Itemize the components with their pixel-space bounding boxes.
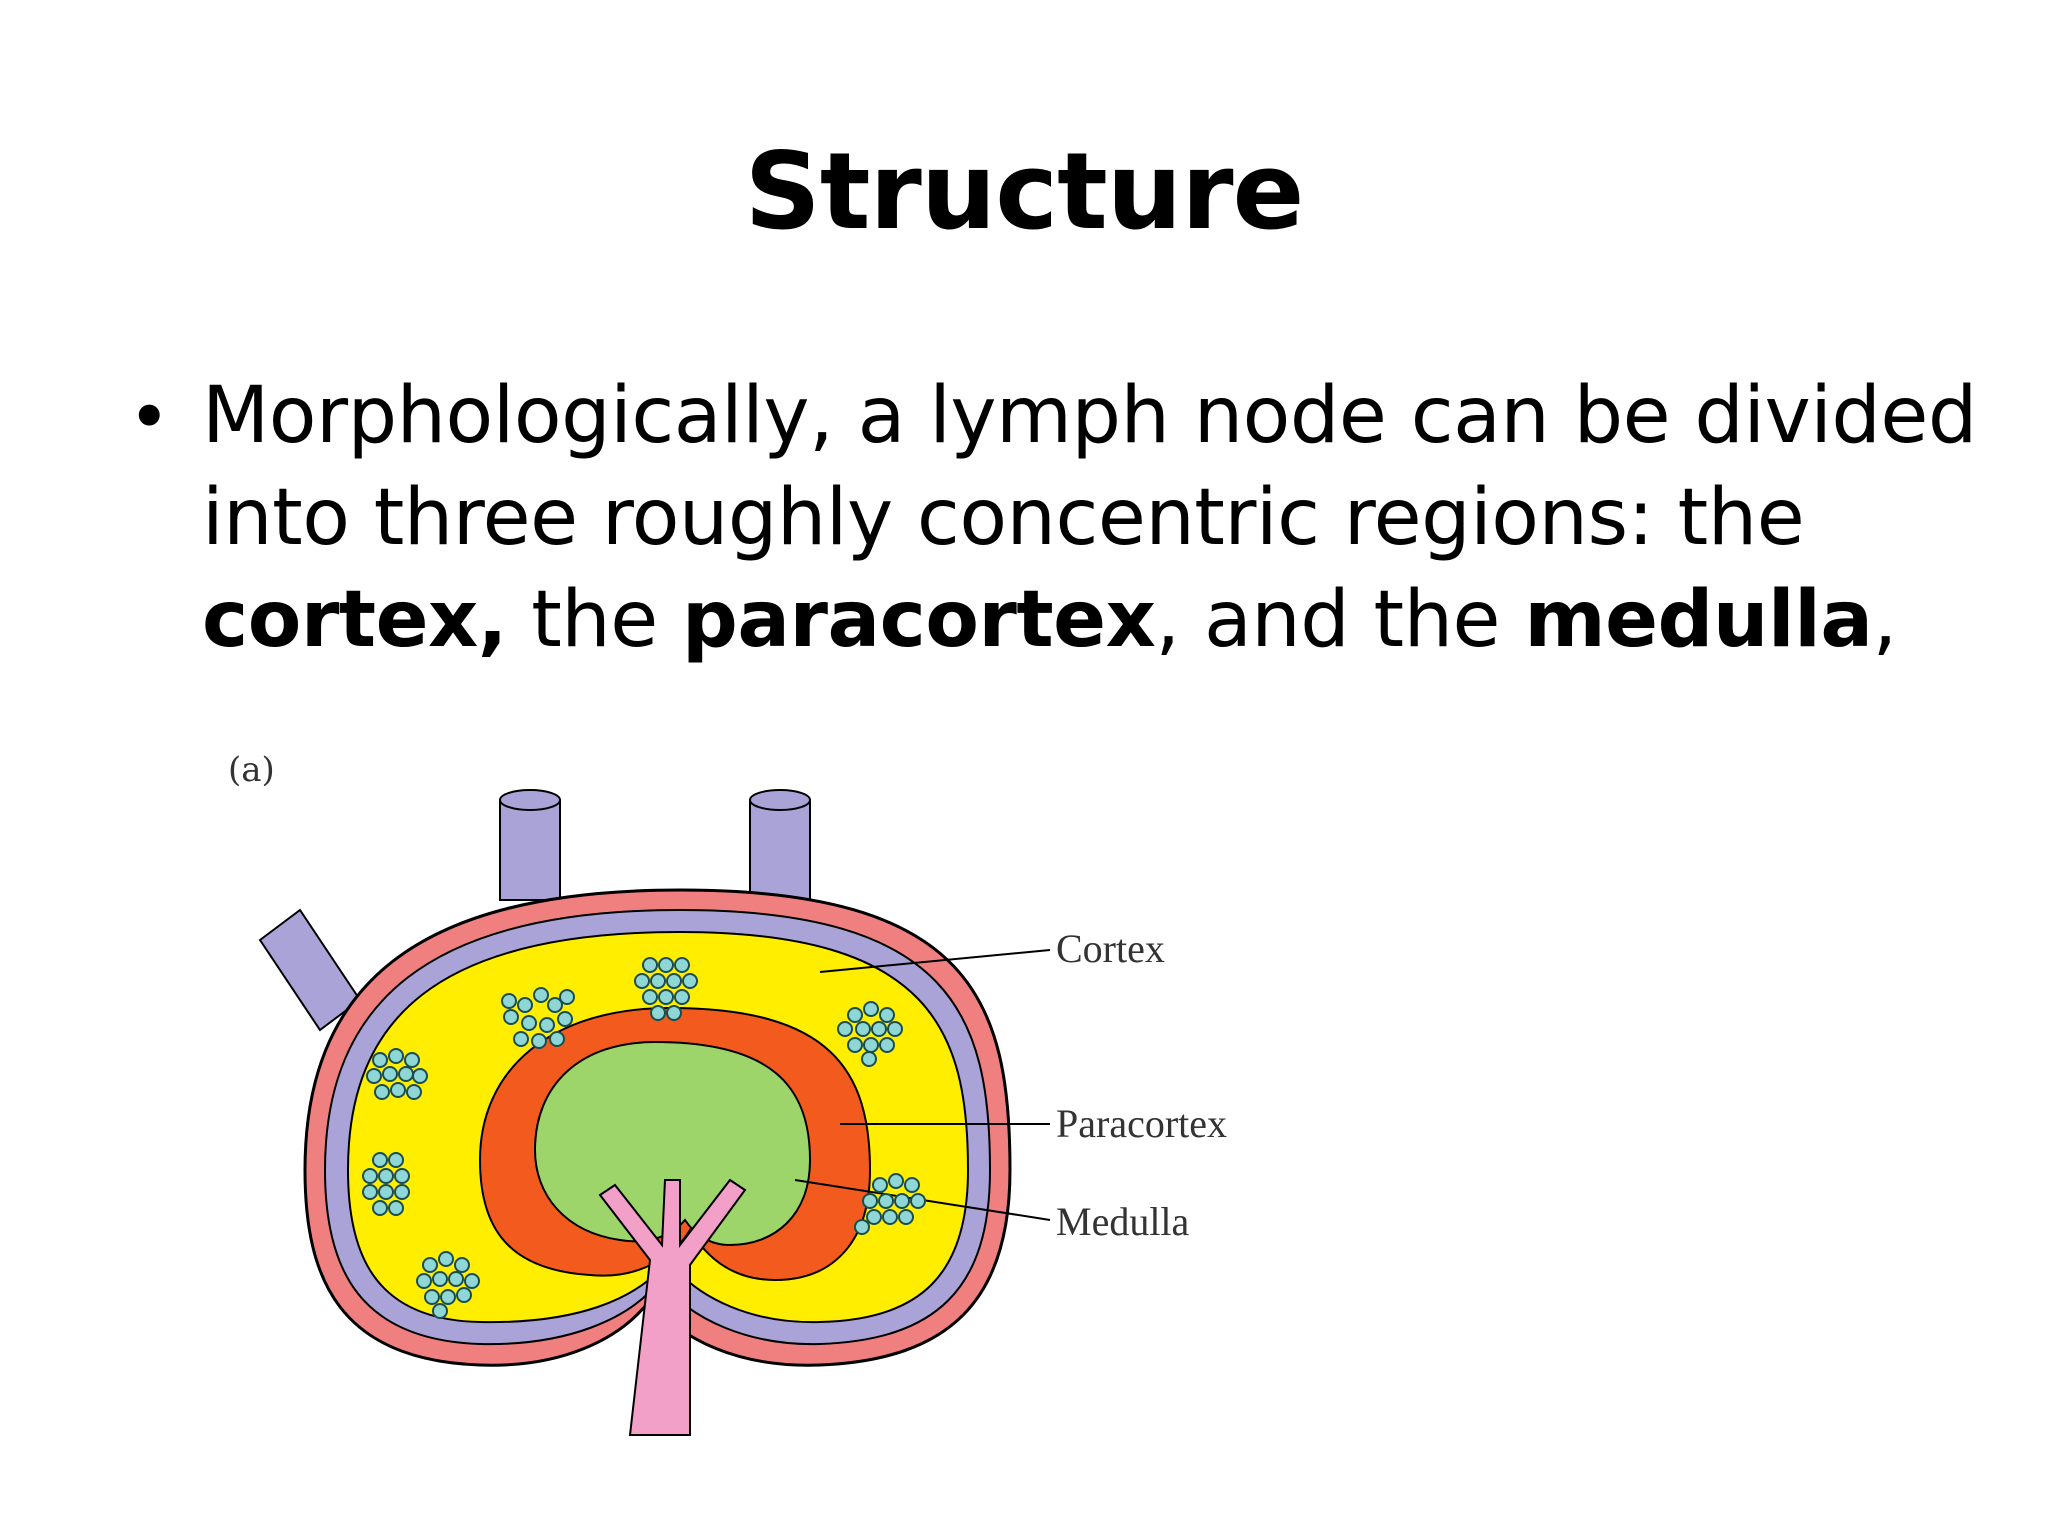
term-paracortex: paracortex — [682, 575, 1156, 665]
lymph-node-diagram: (a) Cortex Paracortex Medulla — [210, 740, 1310, 1440]
follicle — [501, 987, 575, 1049]
bullet-text-part: the — [506, 575, 683, 665]
follicle — [854, 1173, 926, 1235]
bullet-text-part: , and the — [1155, 575, 1525, 665]
panel-label: (a) — [228, 750, 275, 790]
term-medulla: medulla — [1524, 575, 1873, 665]
term-cortex: cortex, — [202, 575, 507, 665]
slide-title: Structure — [744, 130, 1305, 253]
label-medulla: Medulla — [1056, 1199, 1190, 1244]
follicle — [416, 1251, 480, 1319]
afferent-vessel — [749, 799, 811, 901]
follicle-clusters — [362, 957, 926, 1319]
follicle — [837, 1001, 903, 1067]
follicle — [366, 1048, 428, 1100]
bullet-text: Morphologically, a lymph node can be div… — [202, 365, 1982, 671]
bullet-text-part: Morphologically, a lymph node can be div… — [202, 371, 1977, 563]
label-paracortex: Paracortex — [1056, 1101, 1228, 1146]
bullet-text-part: , — [1872, 575, 1897, 665]
follicle — [362, 1152, 410, 1216]
afferent-vessel-opening — [499, 789, 561, 811]
follicle — [634, 957, 698, 1021]
efferent-vessel — [598, 1178, 747, 1436]
bullet-dot-icon: • — [128, 375, 171, 459]
afferent-vessel — [499, 799, 561, 901]
label-cortex: Cortex — [1056, 926, 1165, 971]
cortex-leader-line — [819, 949, 1051, 973]
lymph-node-illustration — [258, 789, 1051, 1436]
afferent-vessel-opening — [749, 789, 811, 811]
